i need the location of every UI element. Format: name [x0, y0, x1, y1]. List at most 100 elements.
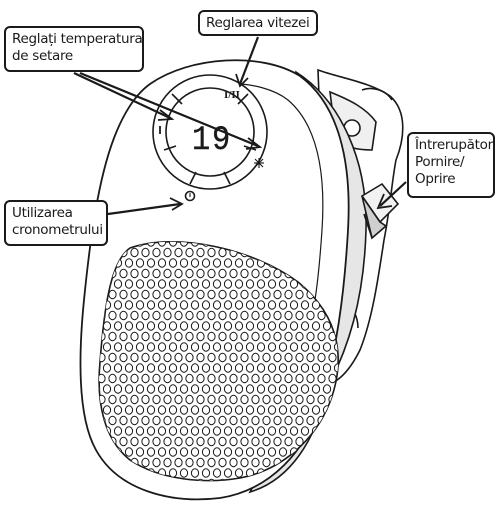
grill-hole [274, 269, 281, 277]
grill-hole [263, 332, 270, 340]
grill-hole [290, 301, 297, 309]
grill-hole [169, 427, 176, 435]
grill-hole [219, 416, 226, 424]
grill-hole [142, 290, 149, 298]
grill-hole [114, 301, 121, 309]
callout-timer-line2: cronometrului [12, 222, 100, 239]
grill-hole [136, 259, 143, 267]
grill-hole [351, 458, 358, 466]
grill-hole [246, 406, 253, 414]
grill-hole [235, 448, 242, 456]
grill-hole [307, 374, 314, 382]
grill-hole [224, 406, 231, 414]
grill-hole [301, 301, 308, 309]
grill-hole [186, 269, 193, 277]
grill-hole [136, 385, 143, 393]
grill-hole [131, 248, 138, 256]
grill-hole [252, 458, 259, 466]
grill-hole [235, 364, 242, 372]
grill-hole [318, 311, 325, 319]
grill-hole [241, 416, 248, 424]
grill-hole [158, 385, 165, 393]
grill-hole [175, 395, 182, 403]
grill-hole [252, 416, 259, 424]
grill-hole [114, 406, 121, 414]
grill-hole [153, 395, 160, 403]
grill-hole [296, 311, 303, 319]
grill-hole [208, 437, 215, 445]
grill-hole [153, 248, 160, 256]
grill-hole [257, 343, 264, 351]
grill-hole [191, 343, 198, 351]
grill-hole [125, 259, 132, 267]
grill-hole [98, 479, 105, 487]
grill-hole [197, 353, 204, 361]
grill-hole [125, 385, 132, 393]
grill-hole [213, 322, 220, 330]
grill-hole [235, 280, 242, 288]
grill-hole [180, 385, 187, 393]
grill-hole [285, 290, 292, 298]
grill-hole [219, 269, 226, 277]
grill-hole [274, 353, 281, 361]
grill-hole [213, 343, 220, 351]
grill-hole [103, 364, 110, 372]
grill-hole [296, 395, 303, 403]
callout-speed: Reglarea vitezei [198, 10, 318, 36]
grill-hole [202, 280, 209, 288]
grill-hole [147, 280, 154, 288]
grill-hole [213, 259, 220, 267]
grill-hole [147, 385, 154, 393]
grill-hole [175, 437, 182, 445]
grill-hole [197, 290, 204, 298]
grill-hole [191, 469, 198, 477]
grill-hole [109, 374, 116, 382]
grill-hole [219, 437, 226, 445]
grill-hole [224, 280, 231, 288]
grill-hole [158, 364, 165, 372]
grill-hole [246, 322, 253, 330]
grill-hole [334, 469, 341, 477]
grill-hole [235, 406, 242, 414]
grill-hole [279, 301, 286, 309]
grill-hole [147, 301, 154, 309]
grill-hole [334, 427, 341, 435]
grill-hole [263, 395, 270, 403]
grill-hole [158, 301, 165, 309]
grill-hole [169, 322, 176, 330]
grill-hole [197, 311, 204, 319]
grill-hole [257, 385, 264, 393]
grill-hole [334, 448, 341, 456]
grill-hole [164, 395, 171, 403]
grill-hole [142, 416, 149, 424]
grill-hole [230, 395, 237, 403]
grill-hole [213, 280, 220, 288]
grill-hole [241, 458, 248, 466]
grill-hole [120, 437, 127, 445]
grill-hole [202, 385, 209, 393]
grill-hole [301, 385, 308, 393]
grill-hole [109, 416, 116, 424]
grill-hole [285, 479, 292, 487]
grill-hole [114, 322, 121, 330]
grill-hole [230, 311, 237, 319]
grill-hole [285, 416, 292, 424]
grill-hole [246, 364, 253, 372]
grill-hole [180, 364, 187, 372]
grill-hole [208, 332, 215, 340]
grill-hole [153, 458, 160, 466]
grill-hole [125, 301, 132, 309]
grill-hole [197, 248, 204, 256]
grill-hole [180, 343, 187, 351]
grill-hole [114, 343, 121, 351]
grill-hole [142, 248, 149, 256]
grill-hole [125, 427, 132, 435]
grill-hole [120, 353, 127, 361]
grill-hole [263, 374, 270, 382]
grill-hole [131, 332, 138, 340]
grill-hole [125, 364, 132, 372]
grill-hole [296, 416, 303, 424]
grill-hole [120, 311, 127, 319]
grill-hole [186, 437, 193, 445]
grill-hole [136, 427, 143, 435]
